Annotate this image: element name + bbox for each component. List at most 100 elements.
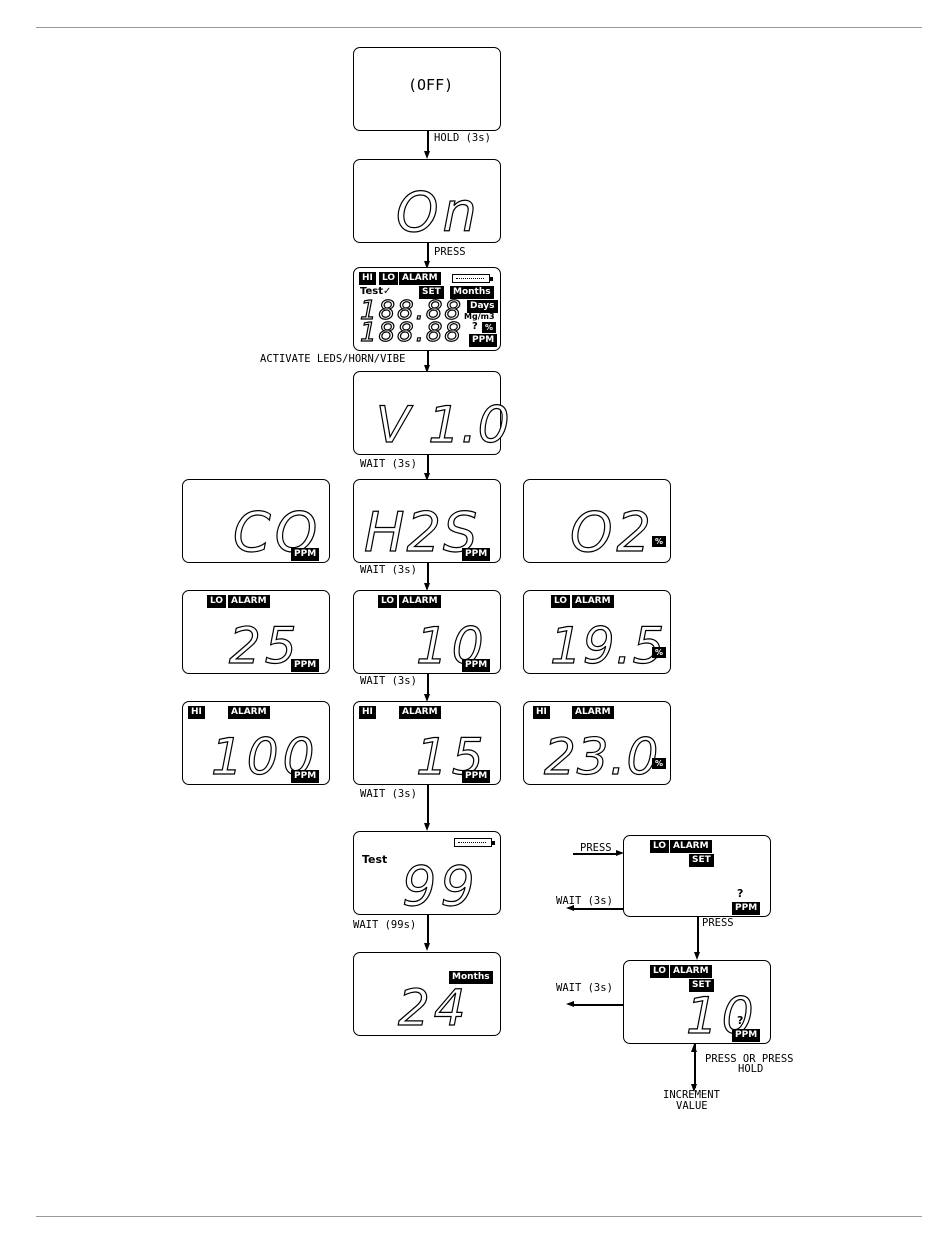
tag-ppm: PPM <box>732 1029 761 1042</box>
label-press: PRESS <box>434 246 466 258</box>
lcd-hi-o2: HI ALARM 23.0 % <box>523 701 671 785</box>
o2-big: O2 <box>569 501 655 564</box>
tag-hi: HI <box>359 706 376 719</box>
tag-alarm: ALARM <box>228 595 270 608</box>
all-row2: 188.88 <box>359 318 463 348</box>
tag-ppm: PPM <box>291 659 320 672</box>
tag-days: Days <box>467 300 498 313</box>
arrow-down-icon <box>424 583 430 591</box>
lcd-lo-h2s: LO ALARM 10 PPM <box>353 590 501 674</box>
arrow-down-icon <box>424 694 430 702</box>
lcd-test: Test 99 <box>353 831 501 915</box>
connector-7 <box>427 785 429 825</box>
arrow-down-icon <box>424 151 430 159</box>
tag-set: SET <box>689 979 714 992</box>
connector-8 <box>427 915 429 945</box>
tag-hi: HI <box>533 706 550 719</box>
arrow-right-icon <box>616 850 624 856</box>
battery-icon <box>452 274 493 283</box>
tag-hi: HI <box>359 272 376 285</box>
lcd-off: (OFF) <box>353 47 501 131</box>
tag-alarm: ALARM <box>399 272 441 285</box>
tag-alarm: ALARM <box>399 706 441 719</box>
label-value: VALUE <box>676 1100 708 1112</box>
label-test: Test✓ <box>360 286 392 297</box>
arrow-left-icon <box>566 905 574 911</box>
tag-pct: % <box>652 758 667 769</box>
connector-5 <box>427 563 429 585</box>
tag-alarm: ALARM <box>670 840 712 853</box>
connector-4 <box>427 455 429 475</box>
lcd-on: On <box>353 159 501 243</box>
tag-months: Months <box>450 286 494 299</box>
tag-ppm: PPM <box>291 770 320 783</box>
tag-pct: % <box>652 647 667 658</box>
label-hold: HOLD <box>738 1063 764 1075</box>
lcd-gas-co: CO PPM <box>182 479 330 563</box>
tag-lo: LO <box>551 595 571 608</box>
label-wait99: WAIT (99s) <box>353 919 417 931</box>
label-wait-d: WAIT (3s) <box>360 788 417 800</box>
press-in-line <box>573 853 617 855</box>
tag-lo: LO <box>379 272 399 285</box>
label-wait-c: WAIT (3s) <box>360 675 417 687</box>
arrow-left-icon <box>566 1001 574 1007</box>
tag-lo: LO <box>207 595 227 608</box>
arrow-up-icon <box>691 1044 697 1052</box>
connector-1 <box>427 131 429 153</box>
arrow-down-icon <box>424 823 430 831</box>
tag-pct: % <box>482 322 497 333</box>
tag-alarm: ALARM <box>572 706 614 719</box>
test-big: 99 <box>401 855 479 918</box>
label-test: Test <box>362 853 388 866</box>
label-wait-out2: WAIT (3s) <box>556 982 613 994</box>
arrow-down-icon <box>424 365 430 373</box>
tag-months: Months <box>449 971 493 984</box>
arrow-down-icon <box>424 261 430 269</box>
tag-set: SET <box>689 854 714 867</box>
tag-ppm: PPM <box>291 548 320 561</box>
off-text: (OFF) <box>408 76 454 94</box>
label-press-in: PRESS <box>580 842 612 854</box>
connector-2 <box>427 243 429 263</box>
tag-lo: LO <box>650 840 670 853</box>
lcd-lo-co: LO ALARM 25 PPM <box>182 590 330 674</box>
top-rule <box>36 27 922 28</box>
months-big: 24 <box>397 979 470 1037</box>
lcd-set-1: LO ALARM SET ? PPM <box>623 835 771 917</box>
battery-icon <box>454 838 495 847</box>
tag-alarm: ALARM <box>228 706 270 719</box>
tag-set: SET <box>419 286 444 299</box>
label-press-or: PRESS OR PRESS <box>705 1053 794 1065</box>
label-wait-out1: WAIT (3s) <box>556 895 613 907</box>
tag-alarm: ALARM <box>572 595 614 608</box>
tag-hi: HI <box>188 706 205 719</box>
arrow-down-icon <box>691 1084 697 1092</box>
tag-alarm: ALARM <box>399 595 441 608</box>
label-mgm3: Mg/m3 <box>464 312 495 321</box>
all-row1: 188.88 <box>359 296 463 326</box>
label-increment: INCREMENT <box>663 1089 720 1101</box>
lcd-hi-h2s: HI ALARM 15 PPM <box>353 701 501 785</box>
label-q: ? <box>472 321 478 332</box>
label-activate: ACTIVATE LEDS/HORN/VIBE <box>260 353 406 365</box>
tag-alarm: ALARM <box>670 965 712 978</box>
label-hold: HOLD (3s) <box>434 132 491 144</box>
connector-3 <box>427 351 429 367</box>
label-wait-a: WAIT (3s) <box>360 458 417 470</box>
wait-out2-line <box>573 1004 623 1006</box>
wait-out1-line <box>573 908 623 910</box>
label-press-down: PRESS <box>702 917 734 929</box>
lcd-set-2: LO ALARM SET 10 ? PPM <box>623 960 771 1044</box>
lcd-all-segments: HI LO ALARM Test✓ SET Months Days Mg/m3 … <box>353 267 501 351</box>
connector-set <box>697 917 699 954</box>
tag-ppm: PPM <box>462 548 491 561</box>
bottom-rule <box>36 1216 922 1217</box>
tag-lo: LO <box>378 595 398 608</box>
version-big: V 1.0 <box>375 396 511 454</box>
lcd-months: Months 24 <box>353 952 501 1036</box>
label-wait-b: WAIT (3s) <box>360 564 417 576</box>
tag-ppm: PPM <box>462 659 491 672</box>
tag-lo: LO <box>650 965 670 978</box>
tag-pct: % <box>652 536 667 547</box>
